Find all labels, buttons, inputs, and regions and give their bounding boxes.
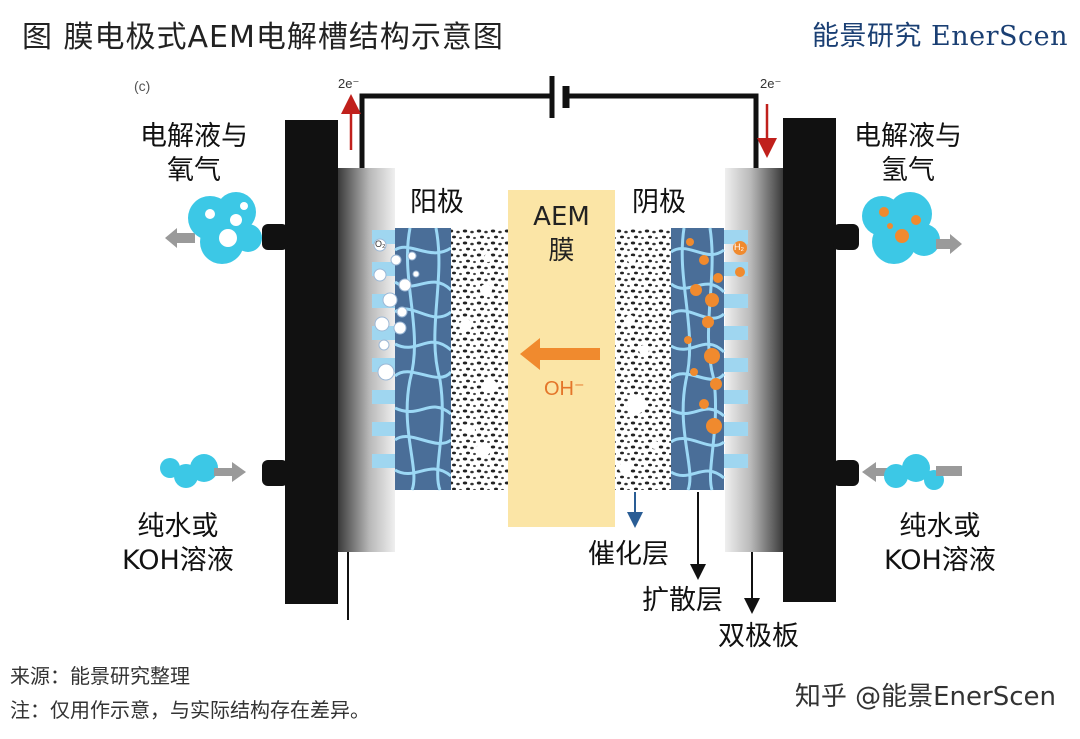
anode-outlet-label: 电解液与 氧气 <box>140 121 248 186</box>
electron-label-right: 2e⁻ <box>760 76 782 91</box>
ion-label: OH⁻ <box>544 378 585 400</box>
source-note: 来源：能景研究整理 <box>10 664 190 688</box>
o2-bubble-label: O₂ <box>375 239 386 249</box>
catalyst-layer-cathode <box>615 228 671 490</box>
bipolar-plate-left <box>285 120 338 604</box>
bipolar-plate-right <box>783 118 836 602</box>
anode-label: 阳极 <box>410 187 464 218</box>
water-inlet-left <box>160 454 246 488</box>
watermark: 知乎 @能景EnerScen <box>794 682 1056 712</box>
cathode-label: 阴极 <box>632 187 686 218</box>
cathode-inlet-label: 纯水或 KOH溶液 <box>884 511 996 576</box>
oxygen-bubbles <box>373 238 420 381</box>
h2-bubble-label: H₂ <box>734 242 744 252</box>
catalyst-layer-label: 催化层 <box>588 539 669 570</box>
electron-label-left: 2e⁻ <box>338 76 360 91</box>
cathode-outlet-label: 电解液与 氢气 <box>854 121 962 186</box>
disclaimer-note: 注：仅用作示意，与实际结构存在差异。 <box>10 698 370 722</box>
membrane-label: AEM 膜 <box>533 202 590 266</box>
bipolar-plate-label: 双极板 <box>718 621 799 652</box>
hydrogen-outlet-bubbles <box>862 192 962 264</box>
anode-electrode <box>393 227 453 491</box>
port-nozzles <box>262 224 859 486</box>
anode-inlet-label: 纯水或 KOH溶液 <box>122 511 234 576</box>
oxygen-outlet-bubbles <box>165 192 262 264</box>
brand-logo: 能景研究 EnerScen <box>811 21 1068 52</box>
panel-label: (c) <box>134 78 151 94</box>
figure-title: 图 膜电极式AEM电解槽结构示意图 <box>22 20 504 55</box>
diffusion-layer-label: 扩散层 <box>642 585 723 616</box>
power-source <box>359 76 759 168</box>
hydrogen-bubbles <box>684 238 747 434</box>
catalyst-pores <box>460 254 659 474</box>
water-inlet-right <box>862 454 962 490</box>
hydroxide-ion-arrow <box>520 338 600 370</box>
